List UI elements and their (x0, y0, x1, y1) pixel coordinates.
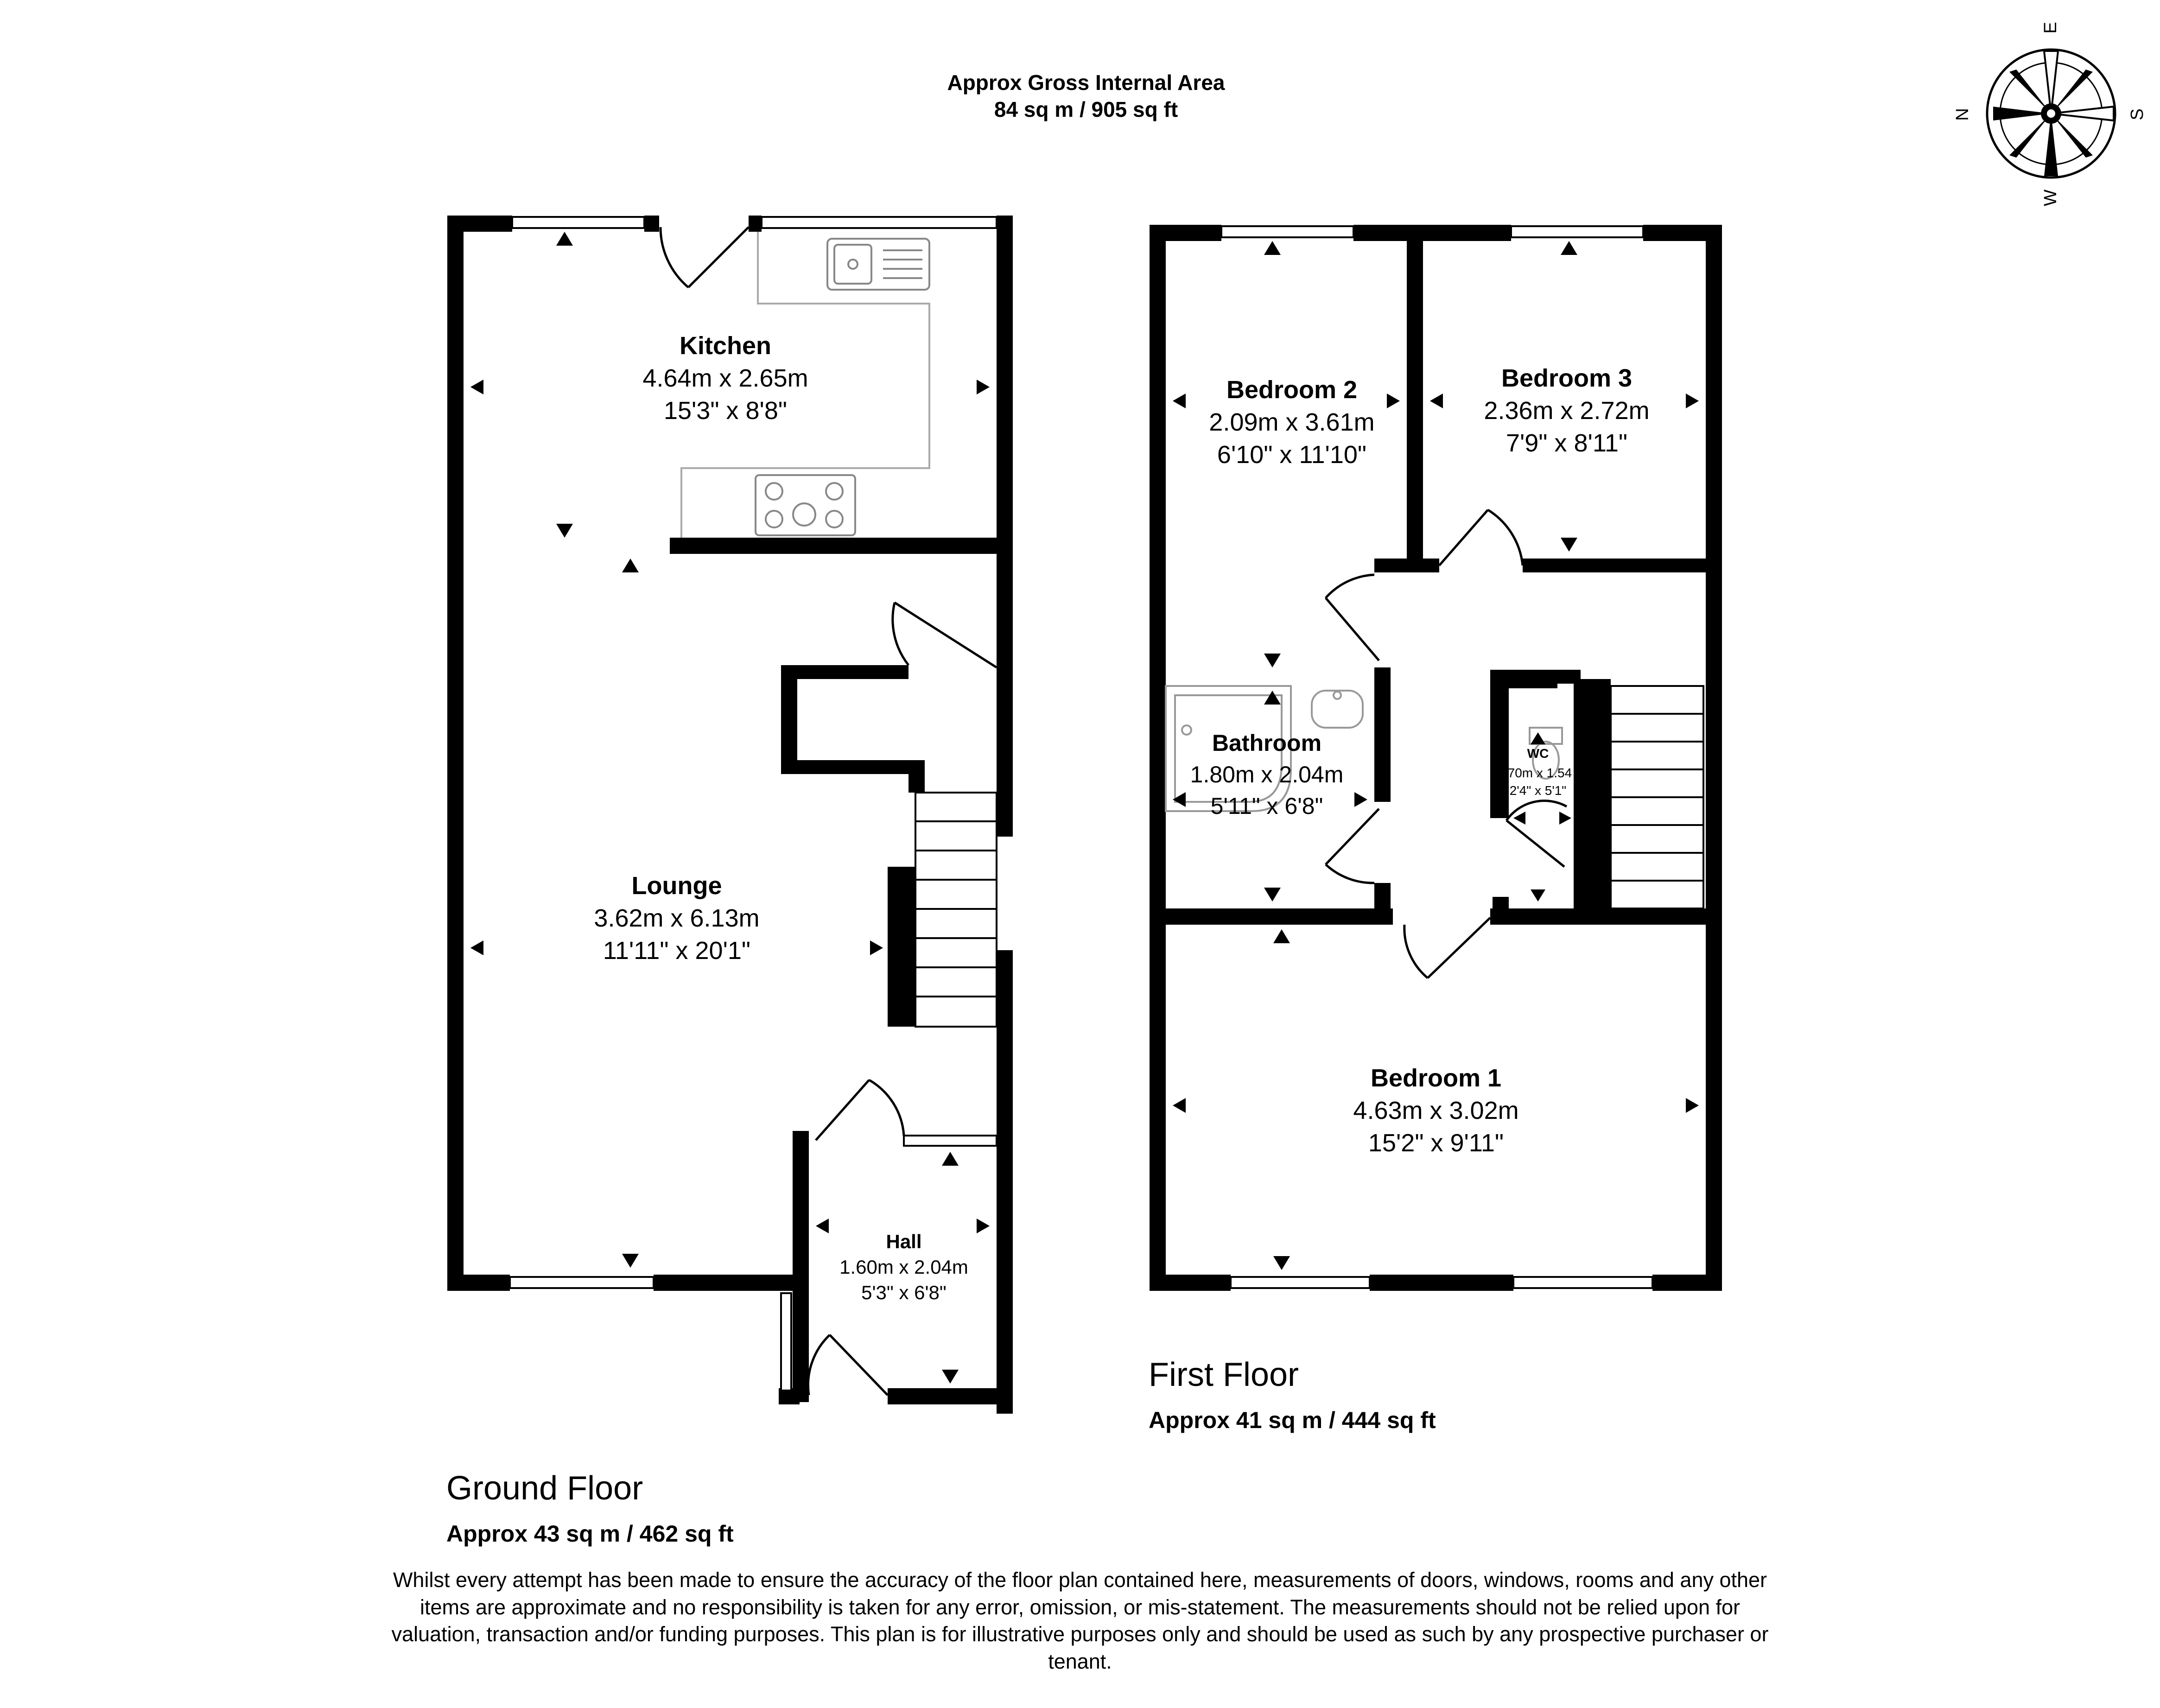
bathroom-imperial: 5'11" x 6'8" (1210, 793, 1323, 819)
kitchen-imperial: 15'3" x 8'8" (663, 397, 788, 425)
ground-floor-title: Ground Floor (446, 1470, 643, 1507)
first-floor-windows (1220, 225, 1653, 1289)
kitchen-metric: 4.64m x 2.65m (642, 364, 808, 392)
bedroom1-imperial: 15'2" x 9'11" (1368, 1129, 1504, 1157)
lounge-name: Lounge (631, 872, 722, 900)
bedroom1-metric: 4.63m x 3.02m (1353, 1097, 1519, 1124)
compass-w-label: W (2041, 189, 2061, 206)
first-floor-stairs (1610, 685, 1704, 909)
hall-imperial: 5'3" x 6'8" (861, 1282, 947, 1303)
bath-icon (1165, 685, 1292, 812)
kitchen-hob-icon (755, 474, 856, 536)
first-floor-walls (1150, 225, 1722, 1291)
wc-imperial: 2'4" x 5'1" (1509, 783, 1567, 798)
lounge-metric: 3.62m x 6.13m (594, 904, 760, 932)
wc-name: WC (1527, 746, 1549, 761)
first-floor-doors (1325, 508, 1568, 979)
first-floor-title: First Floor (1149, 1356, 1299, 1393)
measurement-arrows (470, 232, 1699, 1384)
bathroom-metric: 1.80m x 2.04m (1190, 762, 1344, 787)
bedroom3-metric: 2.36m x 2.72m (1484, 397, 1650, 425)
bedroom2-name: Bedroom 2 (1226, 376, 1358, 404)
wc-toilet-icon (1529, 727, 1563, 780)
gross-area-title: Approx Gross Internal Area (947, 70, 1225, 95)
bedroom3-name: Bedroom 3 (1501, 364, 1633, 392)
gross-area-value: 84 sq m / 905 sq ft (994, 97, 1178, 121)
basin-icon (1311, 690, 1364, 729)
hall-name: Hall (886, 1231, 922, 1252)
kitchen-sink-icon (826, 238, 930, 291)
bedroom2-imperial: 6'10" x 11'10" (1217, 441, 1367, 469)
ground-floor-walls (447, 216, 1013, 1414)
ground-floor-windows (509, 216, 997, 1391)
ground-floor-doors (659, 226, 997, 1396)
lounge-imperial: 11'11" x 20'1" (603, 937, 751, 965)
compass-s-label: S (2128, 108, 2147, 121)
ground-floor-area: Approx 43 sq m / 462 sq ft (446, 1521, 734, 1547)
compass-rose-icon (1986, 48, 2116, 179)
wc-metric: .70m x 1.54 (1504, 766, 1572, 780)
bathroom-name: Bathroom (1212, 730, 1322, 756)
bedroom2-metric: 2.09m x 3.61m (1209, 408, 1375, 436)
compass-e-label: E (2041, 22, 2061, 34)
kitchen-name: Kitchen (679, 332, 772, 360)
compass-n-label: N (1953, 108, 1973, 121)
first-floor-area: Approx 41 sq m / 444 sq ft (1149, 1407, 1436, 1433)
bedroom3-imperial: 7'9" x 8'11" (1506, 429, 1628, 457)
bedroom1-name: Bedroom 1 (1370, 1064, 1502, 1092)
disclaimer-text: Whilst every attempt has been made to en… (391, 1568, 1769, 1673)
ground-floor-stairs (915, 792, 997, 1028)
kitchen-worktop (680, 232, 930, 538)
hall-metric: 1.60m x 2.04m (839, 1256, 968, 1278)
